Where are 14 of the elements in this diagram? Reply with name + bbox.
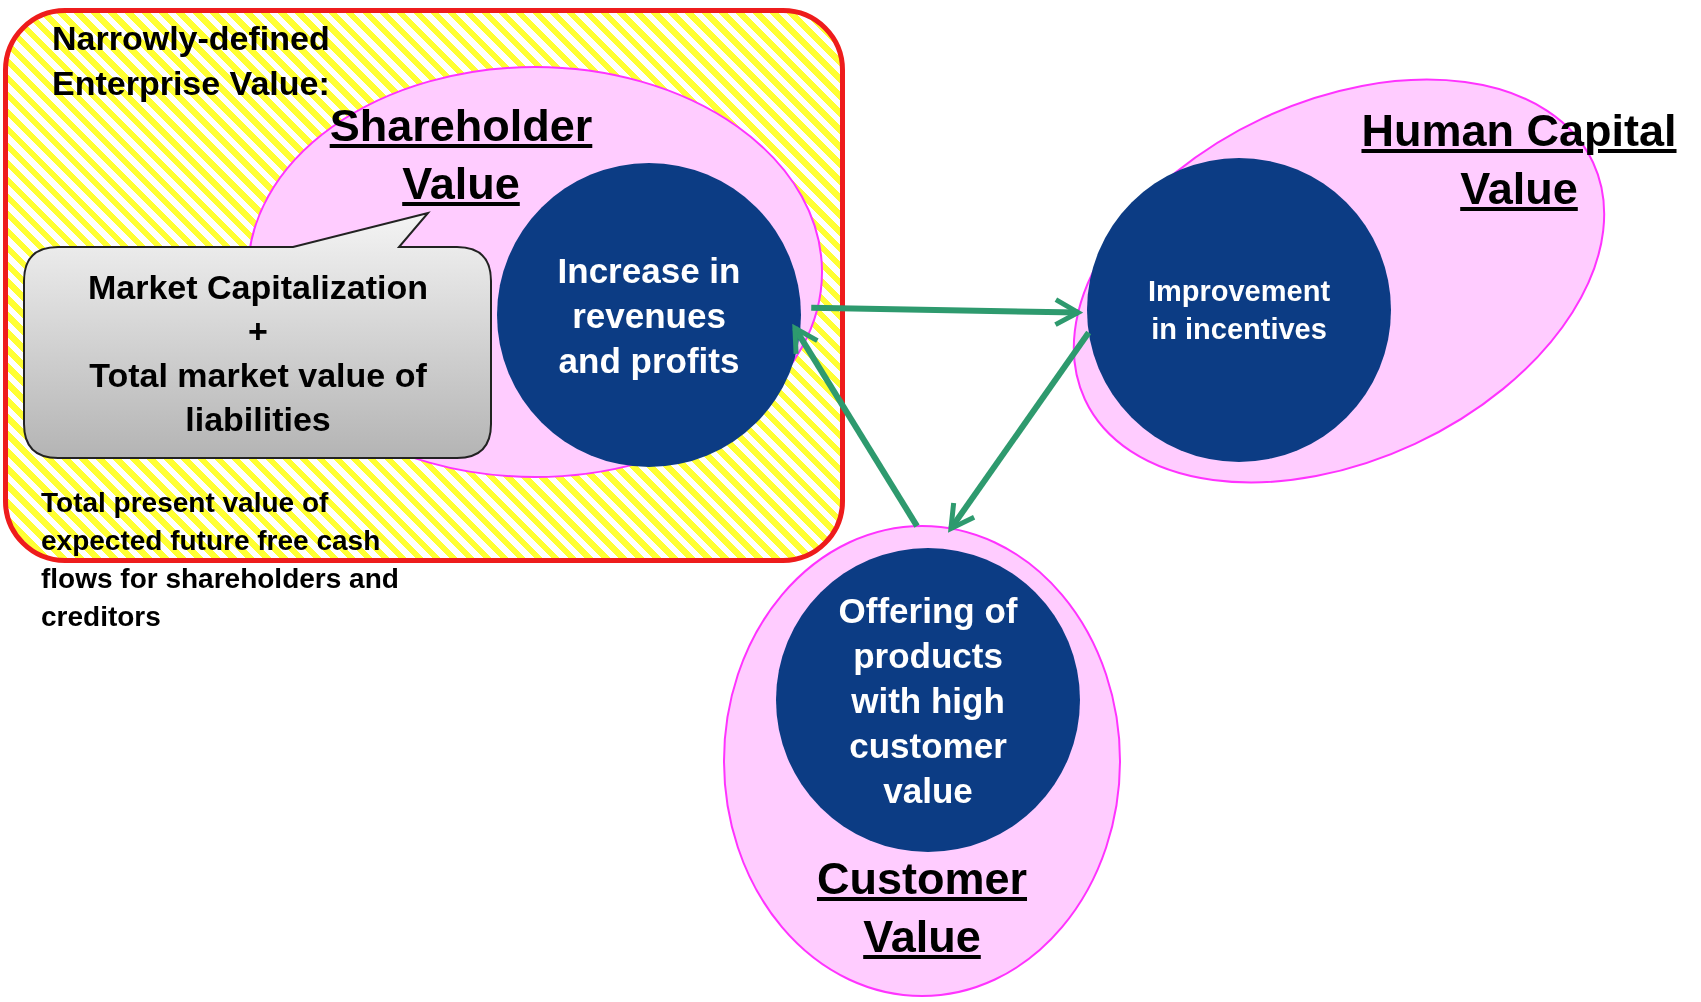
enterprise-value-frame (3, 8, 845, 563)
circle-text: Improvement in incentives (1146, 274, 1332, 347)
arrow (792, 325, 920, 528)
ellipse-title: Customer Value (815, 852, 1028, 964)
value-ellipse (722, 524, 1122, 998)
bubble-text: + (248, 311, 268, 352)
arrow (948, 330, 1092, 532)
ellipse-title: Shareholder Value (328, 99, 594, 211)
circle-text: Increase in revenues and profits (556, 249, 742, 382)
circle-text: Offering of products with high customer value (837, 589, 1019, 812)
bubble-text: Market Capitalization (87, 267, 429, 308)
arrow (811, 297, 1081, 328)
bubble-text: Total market value of liabilities (88, 355, 428, 440)
speech-bubble (23, 209, 493, 460)
